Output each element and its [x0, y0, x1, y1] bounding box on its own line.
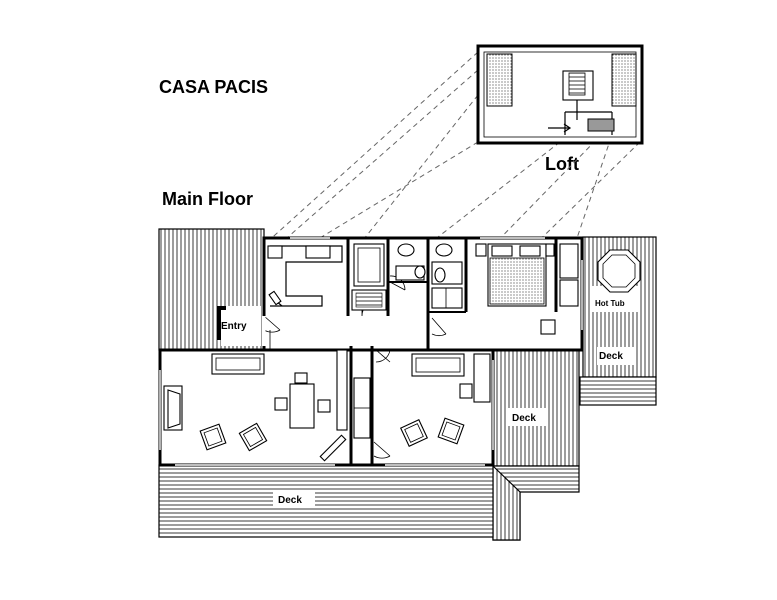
main-floor-label: Main Floor: [162, 189, 253, 209]
loft-label: Loft: [545, 154, 579, 174]
hot-tub: [597, 249, 641, 293]
deck-middle-label: Deck: [512, 413, 536, 424]
kitchen: [267, 245, 343, 307]
entry-landing: [221, 306, 261, 346]
bathroom-left: [351, 243, 387, 311]
deck-bottom-label: Deck: [278, 495, 302, 506]
living-room: [163, 349, 348, 462]
loft-plan: [476, 44, 644, 145]
hot-tub-deck-step: [579, 376, 657, 406]
plan-title: CASA PACIS: [159, 77, 268, 97]
bedroom: [475, 243, 579, 335]
deck-right-label: Deck: [599, 351, 623, 362]
hot-tub-label: Hot Tub: [595, 299, 625, 308]
main-deck: [158, 464, 494, 538]
family-room: [399, 353, 491, 448]
entry-label: Entry: [221, 321, 247, 332]
bathroom-right: [395, 243, 463, 309]
hall-closet: [353, 377, 371, 439]
